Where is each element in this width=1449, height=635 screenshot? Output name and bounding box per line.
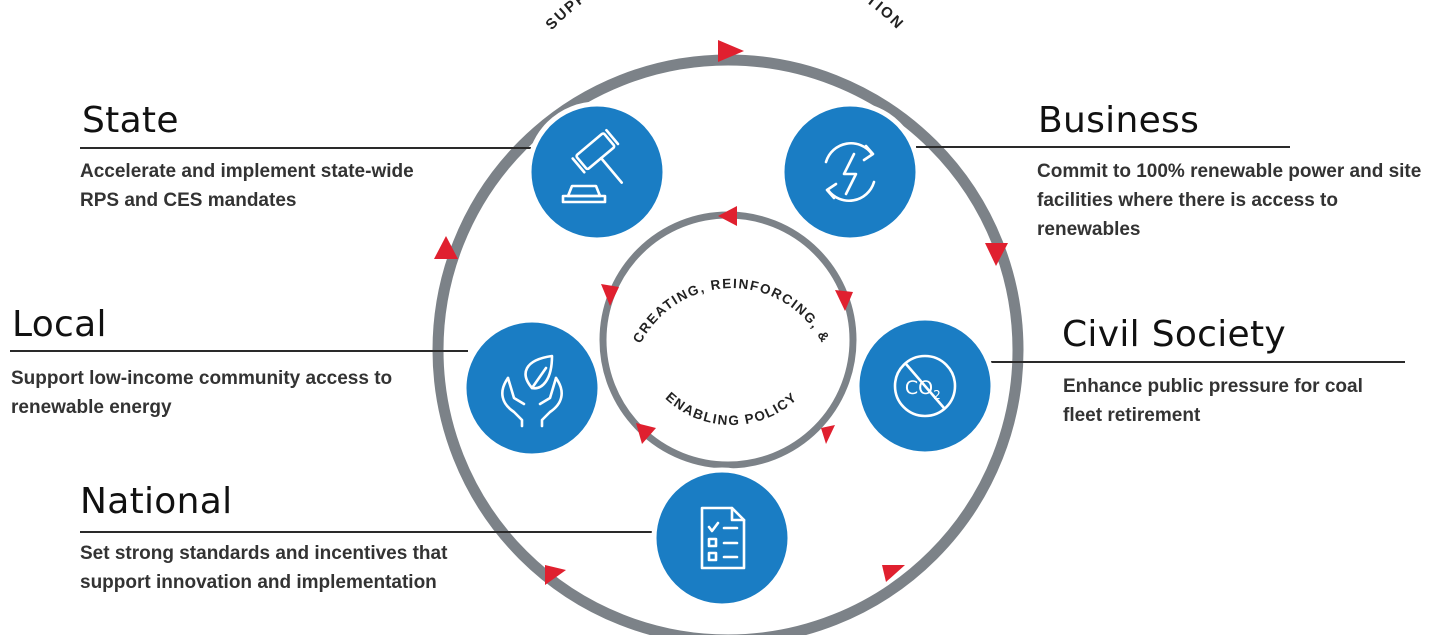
gavel-icon — [561, 128, 624, 204]
inner-arrow-top — [718, 206, 737, 226]
national-description: Set strong standards and incentives that… — [80, 543, 448, 593]
business-heading: Business — [1038, 100, 1200, 141]
checklist-document-icon — [700, 506, 746, 570]
national-node — [651, 467, 793, 609]
local-description: Support low-income community access to r… — [11, 368, 393, 418]
local-heading: Local — [12, 304, 107, 345]
outer-arrow-bottom-left — [545, 565, 566, 585]
outer-arrow-top-right — [985, 243, 1008, 266]
state-description: Accelerate and implement state-wide RPS … — [80, 161, 414, 211]
hands-leaf-icon — [501, 354, 563, 428]
business-description: Commit to 100% renewable power and site … — [1037, 161, 1422, 240]
state-node — [526, 101, 668, 243]
inner-arrow-upper-left — [601, 284, 619, 306]
no-co2-icon: CO 2 — [893, 354, 957, 418]
co2-subscript: 2 — [933, 388, 941, 402]
outer-arrow-top — [718, 40, 744, 62]
state-heading: State — [82, 100, 179, 141]
renewable-energy-cycle-icon — [824, 141, 876, 203]
inner-arrow-lower-right — [821, 425, 835, 444]
local-node — [461, 317, 603, 459]
civil-society-description: Enhance public pressure for coal fleet r… — [1063, 376, 1363, 426]
business-node — [779, 101, 921, 243]
inner-ring-bottom-label: ENABLING POLICY — [663, 389, 800, 428]
co2-text: CO — [905, 377, 933, 399]
outer-ring-label: SUPPORTING AMBITIOUS CLIMATE ACTION — [542, 0, 907, 33]
inner-arrow-lower-left — [636, 423, 656, 444]
civil-society-heading: Civil Society — [1062, 314, 1287, 355]
inner-ring-top-label: CREATING, REINFORCING, & — [630, 276, 833, 346]
inner-arrow-upper-right — [835, 290, 853, 311]
outer-arrow-left — [434, 236, 458, 259]
outer-arrow-bottom-right — [882, 565, 905, 582]
civil-society-node: CO 2 — [854, 315, 996, 457]
national-heading: National — [80, 481, 233, 522]
